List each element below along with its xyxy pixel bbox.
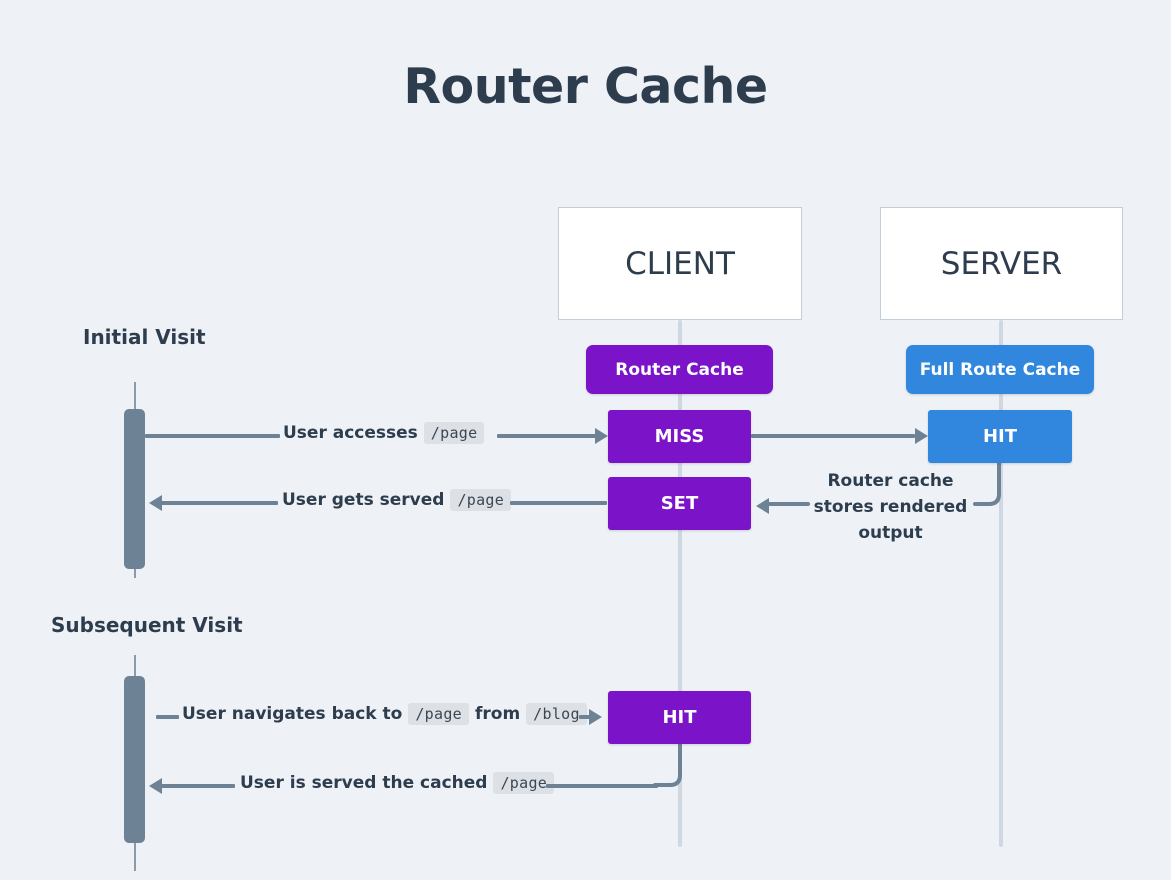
msg-user-accesses-arrowhead [595,428,608,444]
msg-user-gets-served-line-right [510,501,607,505]
note-line-2: stores rendered [813,497,968,517]
state-box-miss: MISS [608,410,751,463]
msg-user-gets-served-label: User gets served /page [282,489,512,511]
badge-router-cache-label: Router Cache [615,359,744,380]
participant-server: SERVER [880,207,1123,320]
msg-user-gets-served-arrowhead [149,495,162,511]
badge-full-route-cache-label: Full Route Cache [919,359,1081,380]
msg-user-served-cached-line-right [546,784,658,788]
msg-miss-to-server-line [751,434,915,438]
state-box-hit-client: HIT [608,691,751,744]
msg-user-navigates-line-right [579,715,591,719]
msg-user-served-cached-arrowhead [149,778,162,794]
msg-user-gets-served-line-left [161,501,278,505]
msg-user-accesses-line-left [145,434,280,438]
msg-user-gets-served-code: /page [450,489,512,511]
state-box-hit-server-label: HIT [982,426,1018,447]
note-router-cache-stores-rendered-output: Router cache stores rendered output [798,468,983,546]
page-title: Router Cache [403,58,768,115]
msg-user-navigates-arrowhead [589,709,602,725]
msg-user-served-cached-line-left [161,784,235,788]
msg-user-navigates-label: User navigates back to /page from /blog [182,703,587,725]
state-box-set-label: SET [660,493,699,514]
msg-user-served-cached-text: User is served the cached [240,773,488,793]
msg-user-accesses-label: User accesses /page [283,422,485,444]
badge-router-cache: Router Cache [586,345,773,394]
state-box-hit-server: HIT [928,410,1072,463]
participant-client-label: CLIENT [625,245,735,282]
msg-user-navigates-text-middle: from [474,704,521,724]
elbow-client-hit-return [653,742,682,787]
server-lifeline [999,320,1003,847]
msg-user-gets-served-text: User gets served [282,490,445,510]
msg-user-accesses-code: /page [423,422,485,444]
participant-server-label: SERVER [940,245,1063,282]
participant-client: CLIENT [558,207,802,320]
state-box-set: SET [608,477,751,530]
msg-user-navigates-code-page: /page [408,703,469,725]
msg-user-navigates-code-blog: /blog [526,703,587,725]
msg-user-accesses-line-right [497,434,597,438]
msg-user-served-cached-code: /page [493,772,555,794]
badge-full-route-cache: Full Route Cache [906,345,1094,394]
client-lifeline [678,320,682,847]
state-box-miss-label: MISS [654,426,705,447]
msg-stores-output-arrowhead [756,498,769,514]
note-line-3: output [858,523,923,543]
note-line-1: Router cache [827,471,954,491]
msg-user-accesses-text: User accesses [283,423,418,443]
actor-activation-subsequent [124,676,145,843]
msg-user-navigates-line-left [156,715,179,719]
state-box-hit-client-label: HIT [662,707,697,728]
section-label-initial-visit: Initial Visit [83,325,206,349]
msg-user-served-cached-label: User is served the cached /page [240,772,555,794]
actor-activation-initial [124,409,145,569]
section-label-subsequent-visit: Subsequent Visit [51,613,243,637]
msg-user-navigates-text: User navigates back to [182,704,403,724]
msg-miss-to-server-arrowhead [915,428,928,444]
